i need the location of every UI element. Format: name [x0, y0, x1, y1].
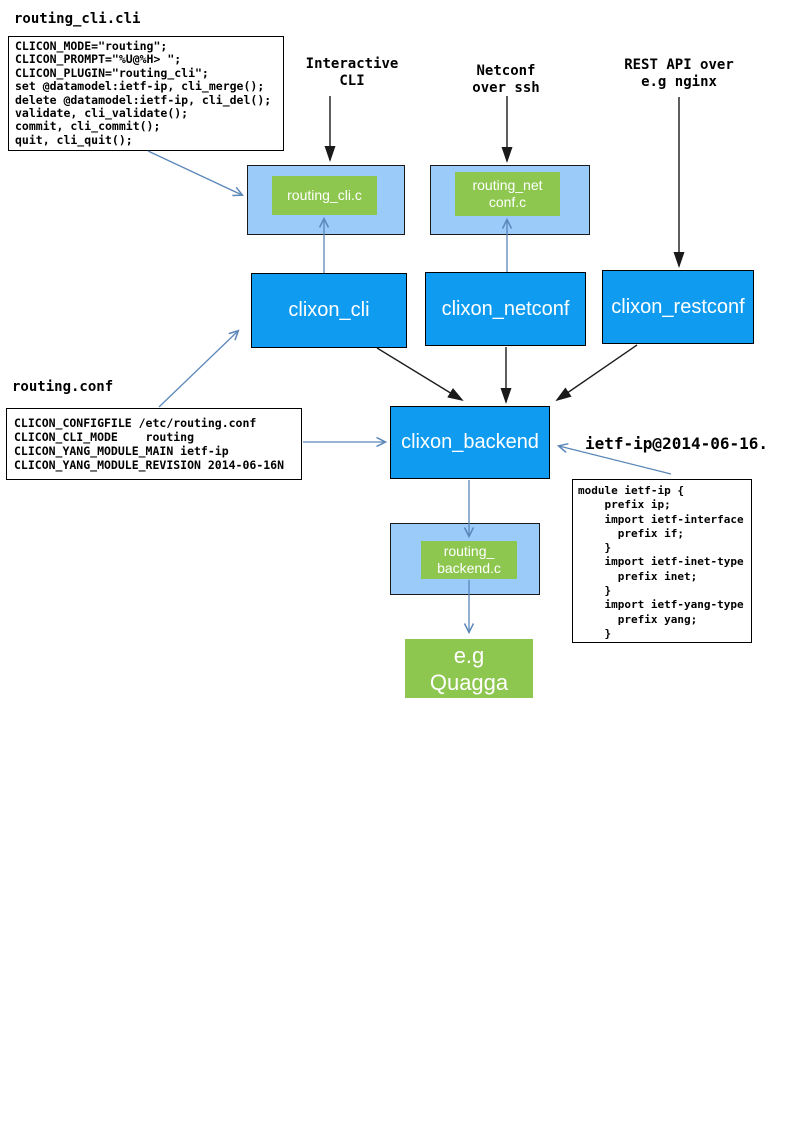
node-clixon-restconf: clixon_restconf: [602, 270, 754, 344]
file-title-routing-conf: routing.conf: [12, 379, 114, 395]
code-box-yang-module: module ietf-ip { prefix ip; import ietf-…: [572, 479, 752, 643]
arrow-clixon-restconf-to-backend: [555, 344, 638, 402]
arrow-conf-file-to-clixon-cli: [158, 331, 238, 408]
node-clixon-netconf: clixon_netconf: [425, 272, 586, 346]
file-title-routing-cli-cli: routing_cli.cli: [14, 11, 141, 27]
channel-label-rest-api: REST API over e.g nginx: [624, 57, 734, 90]
node-clixon-cli: clixon_cli: [251, 273, 407, 348]
arrow-cli-file-to-plugin-box: [147, 150, 242, 195]
file-title-yang-module: ietf-ip@2014-06-16.: [585, 434, 769, 453]
plugin-routing-cli-c: routing_cli.c: [272, 176, 377, 215]
node-quagga: e.g Quagga: [405, 639, 533, 698]
arrow-clixon-cli-to-backend: [376, 347, 464, 402]
code-box-routing-conf: CLICON_CONFIGFILE /etc/routing.conf CLIC…: [6, 408, 302, 480]
plugin-routing-backend-c: routing_ backend.c: [421, 541, 517, 579]
channel-label-netconf-over-ssh: Netconf over ssh: [472, 63, 540, 96]
code-box-routing-cli-cli: CLICON_MODE="routing"; CLICON_PROMPT="%U…: [8, 36, 284, 151]
plugin-routing-netconf-c: routing_net conf.c: [455, 172, 560, 216]
node-clixon-backend: clixon_backend: [390, 406, 550, 479]
channel-label-interactive-cli: Interactive CLI: [305, 56, 399, 89]
